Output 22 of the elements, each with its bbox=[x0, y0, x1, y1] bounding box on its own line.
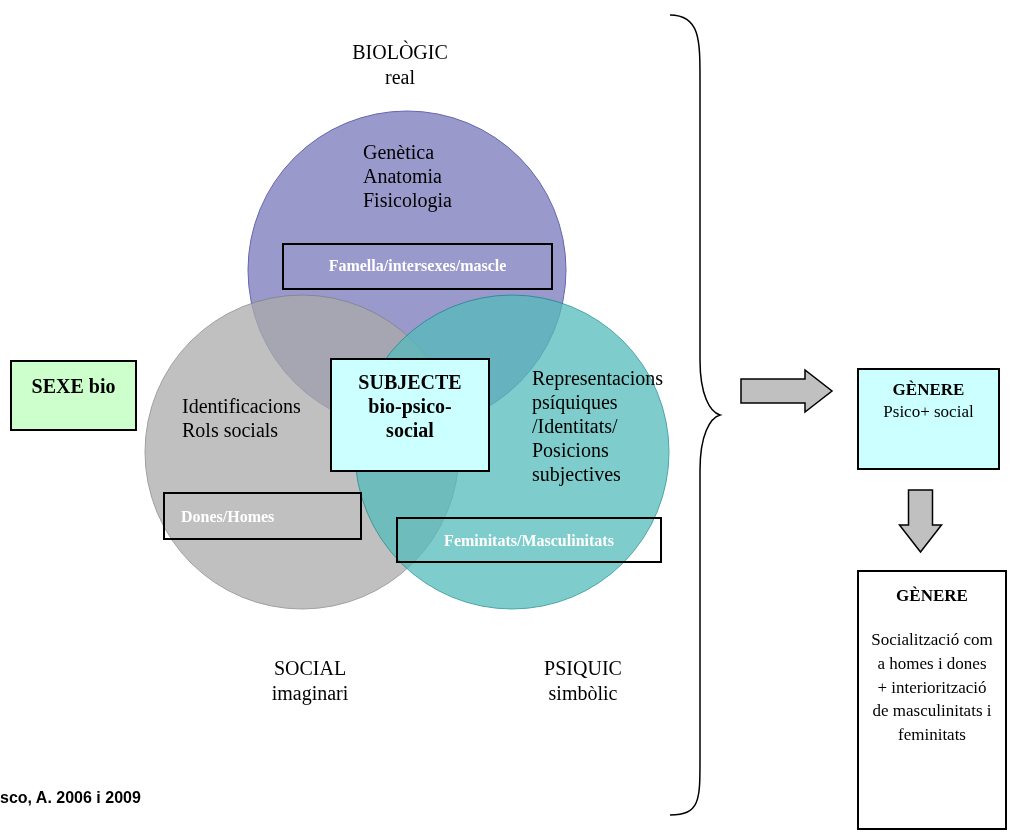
box-text: Famella/intersexes/mascle bbox=[327, 256, 508, 276]
box-text: Socialització com a homes i dones + interiorització de masculinitats i feminitats bbox=[871, 629, 993, 747]
box-text: SEXE bio bbox=[30, 374, 117, 398]
box-text: Feminitats/Masculinitats bbox=[443, 531, 615, 551]
concept-box bbox=[10, 360, 137, 431]
box-heading: GÈNERE bbox=[891, 380, 966, 401]
circle-text: Genètica Anatomia Fisicologia bbox=[363, 140, 453, 212]
box-text: Dones/Homes bbox=[181, 507, 276, 527]
citation-text: sco, A. 2006 i 2009 bbox=[0, 788, 141, 808]
concept-box bbox=[857, 368, 1000, 470]
block-arrow bbox=[740, 368, 834, 414]
box-text: SUBJECTE bio-psico-social bbox=[357, 370, 463, 442]
sphere-label: PSIQUIC simbòlic bbox=[543, 656, 623, 706]
category-frame bbox=[282, 243, 553, 290]
sphere-label: SOCIAL imaginari bbox=[270, 656, 350, 706]
box-heading: GÈNERE bbox=[895, 586, 969, 607]
concept-box bbox=[330, 358, 490, 472]
block-arrow bbox=[897, 489, 944, 554]
box-text: Psico+ social bbox=[882, 402, 975, 423]
sphere-label: BIOLÒGIC real bbox=[351, 40, 449, 90]
concept-box bbox=[857, 570, 1007, 830]
circle-text: Identificacions Rols socials bbox=[182, 394, 302, 442]
